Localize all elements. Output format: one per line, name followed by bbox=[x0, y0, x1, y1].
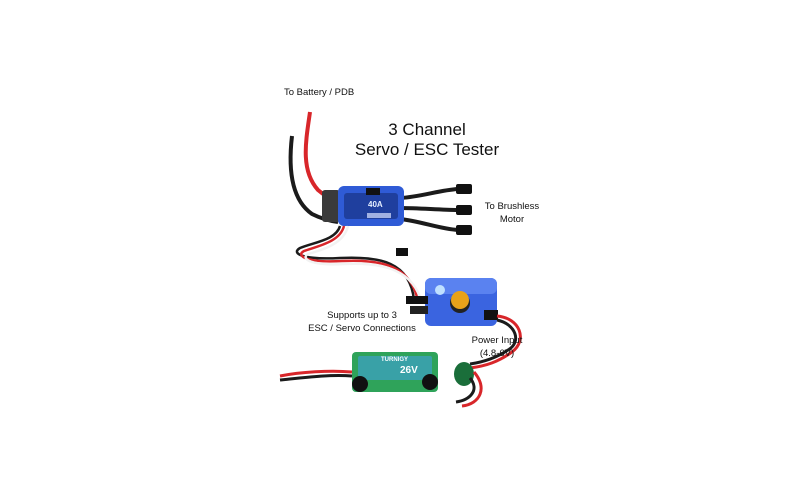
supports-label-line-2: ESC / Servo Connections bbox=[308, 323, 416, 334]
battery-label: To Battery / PDB bbox=[284, 87, 355, 98]
supports-label-line-1: Supports up to 3 bbox=[327, 310, 397, 321]
title-line-1: 3 Channel bbox=[388, 120, 466, 139]
motor-label-line-1: To Brushless bbox=[484, 201, 540, 212]
motor-label-line-2: Motor bbox=[499, 214, 525, 225]
motor-connector-2 bbox=[456, 205, 472, 215]
power-input-label-line-1: Power Input bbox=[471, 335, 523, 346]
esc-rating-label: 40A bbox=[368, 200, 383, 209]
title-line-2: Servo / ESC Tester bbox=[354, 140, 500, 159]
regulator-voltage-label: 26V bbox=[400, 365, 418, 376]
motor-connector-1 bbox=[456, 184, 472, 194]
power-wire-black bbox=[469, 318, 518, 366]
regulator-brand-label: TURNIGY bbox=[381, 357, 408, 363]
esc-signal-wire-black bbox=[295, 225, 416, 301]
power-input-label: Power Input (4.8-6V) bbox=[466, 334, 528, 360]
power-input-label-line-2: (4.8-6V) bbox=[479, 348, 515, 359]
motor-connector-3 bbox=[456, 225, 472, 235]
esc-signal-wire-white bbox=[304, 225, 424, 305]
power-wire-red bbox=[469, 314, 522, 370]
supports-label: Supports up to 3 ESC / Servo Connections bbox=[296, 309, 428, 335]
motor-label: To Brushless Motor bbox=[476, 200, 548, 226]
regulator-body bbox=[352, 352, 474, 392]
esc-body bbox=[322, 186, 404, 226]
tester-body bbox=[406, 278, 498, 326]
esc-signal-wire-red bbox=[300, 225, 420, 303]
